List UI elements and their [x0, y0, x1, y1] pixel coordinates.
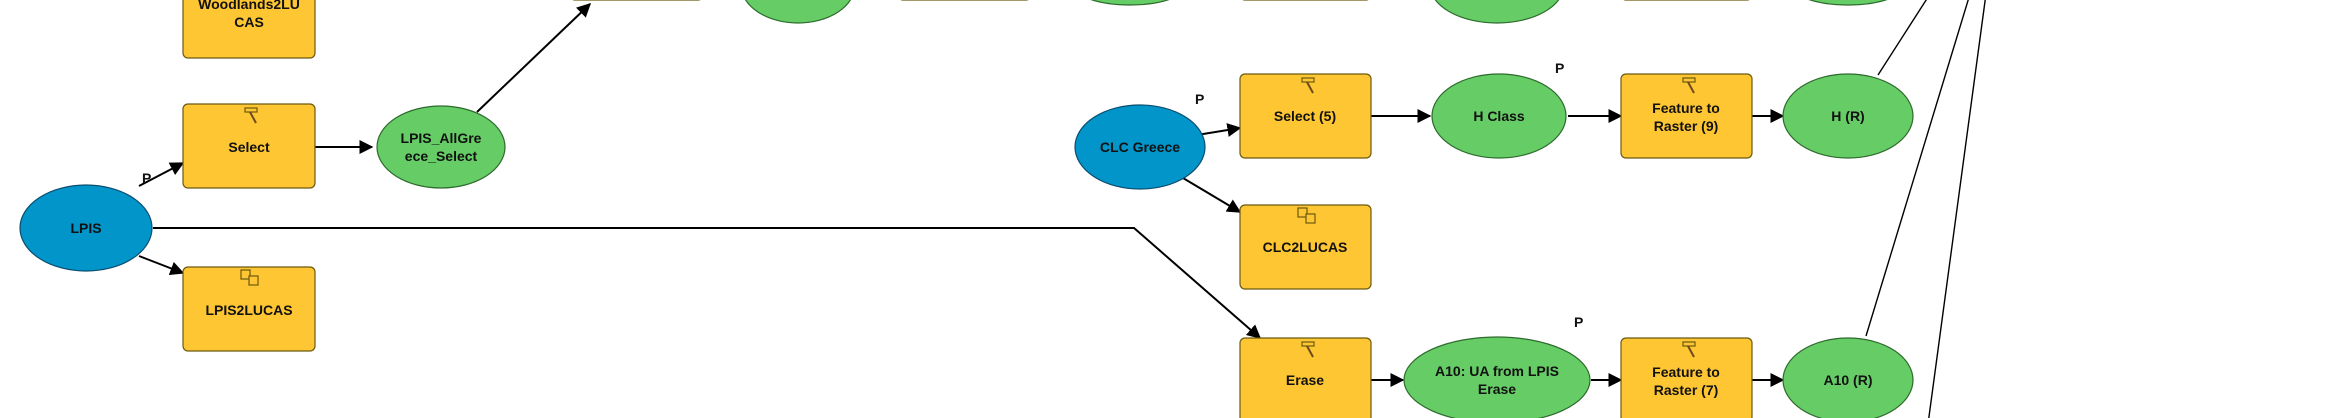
tool-clc2lucas[interactable]: CLC2LUCAS — [1239, 204, 1372, 290]
data-lpis-label: LPIS — [70, 220, 101, 236]
script-icon — [240, 269, 259, 286]
tool-select5-label: Select (5) — [1274, 108, 1336, 124]
tool-select5[interactable]: Select (5) — [1239, 73, 1372, 159]
data-a10-r-label: A10 (R) — [1823, 372, 1872, 388]
data-lpis-allgreece-select[interactable]: LPIS_AllGre ece_Select — [376, 105, 506, 189]
data-clc-greece[interactable]: CLC Greece — [1074, 104, 1206, 190]
tool-feature-to-raster7-label-2: Raster (7) — [1654, 382, 1719, 398]
tool-select-label: Select — [228, 139, 270, 155]
hammer-icon — [244, 107, 258, 124]
top-data-d[interactable] — [1073, 0, 1187, 6]
tool-feature-to-raster9-label-1: Feature to — [1652, 100, 1720, 116]
tool-woodlands2lucas-label-1: Woodlands2LU — [198, 0, 300, 12]
partial-top-row — [572, 0, 1905, 24]
data-a10-r[interactable]: A10 (R) — [1782, 337, 1914, 418]
connector-lpis-to-lpis2lucas[interactable] — [138, 255, 185, 275]
tool-feature-to-raster9[interactable]: Feature to Raster (9) — [1620, 73, 1753, 159]
data-a10-ua-from-lpis-erase-label-2: Erase — [1478, 381, 1516, 397]
top-data-h[interactable] — [1791, 0, 1905, 6]
data-h-r[interactable]: H (R) — [1782, 73, 1914, 159]
connector-lpis-to-select[interactable] — [138, 162, 185, 187]
hammer-icon — [1682, 77, 1696, 94]
tool-woodlands2lucas[interactable]: Woodlands2LU CAS — [182, 0, 316, 59]
data-lpis-allgreece-select-label-2: ece_Select — [405, 148, 478, 164]
tool-clc2lucas-label: CLC2LUCAS — [1263, 239, 1348, 255]
tool-erase-label: Erase — [1286, 372, 1324, 388]
tool-lpis2lucas[interactable]: LPIS2LUCAS — [182, 266, 316, 352]
tool-woodlands2lucas-label-2: CAS — [234, 14, 264, 30]
data-h-class[interactable]: H Class — [1431, 73, 1567, 159]
data-h-class-label: H Class — [1473, 108, 1525, 124]
connector-a10r-out[interactable] — [1865, 0, 1970, 337]
top-data-b[interactable] — [741, 0, 855, 24]
hammer-icon — [1682, 341, 1696, 358]
connector-clc-to-clc2lucas[interactable] — [1182, 177, 1242, 213]
connector-layer — [138, 0, 1986, 418]
connector-lpis-allgreece-to-top-tool[interactable] — [476, 3, 592, 113]
connector-long-out-1[interactable] — [1928, 0, 1986, 418]
connector-lpis-to-erase[interactable] — [153, 227, 1262, 339]
tool-lpis2lucas-label: LPIS2LUCAS — [205, 302, 292, 318]
parameter-marker-lpis: P — [142, 170, 151, 186]
data-lpis-allgreece-select-label-1: LPIS_AllGre — [401, 130, 482, 146]
tool-erase[interactable]: Erase — [1239, 337, 1372, 418]
tool-feature-to-raster7[interactable]: Feature to Raster (7) — [1620, 337, 1753, 418]
hammer-icon — [1301, 341, 1315, 358]
connector-clc-to-select5[interactable] — [1196, 123, 1242, 137]
data-clc-greece-label: CLC Greece — [1100, 139, 1180, 155]
data-a10-ua-from-lpis-erase[interactable]: A10: UA from LPIS Erase — [1403, 336, 1591, 418]
data-lpis[interactable]: LPIS — [19, 184, 153, 272]
tool-select[interactable]: Select — [182, 103, 316, 189]
script-icon — [1297, 207, 1316, 224]
parameter-marker-clc-greece: P — [1195, 91, 1204, 107]
parameter-marker-h-class: P — [1555, 60, 1564, 76]
parameter-marker-a10: P — [1574, 314, 1583, 330]
tool-feature-to-raster7-label-1: Feature to — [1652, 364, 1720, 380]
hammer-icon — [1301, 77, 1315, 94]
data-h-r-label: H (R) — [1831, 108, 1864, 124]
tool-feature-to-raster9-label-2: Raster (9) — [1654, 118, 1719, 134]
top-data-f[interactable] — [1430, 0, 1564, 24]
connector-hr-out[interactable] — [1877, 0, 1930, 76]
data-a10-ua-from-lpis-erase-label-1: A10: UA from LPIS — [1435, 363, 1559, 379]
